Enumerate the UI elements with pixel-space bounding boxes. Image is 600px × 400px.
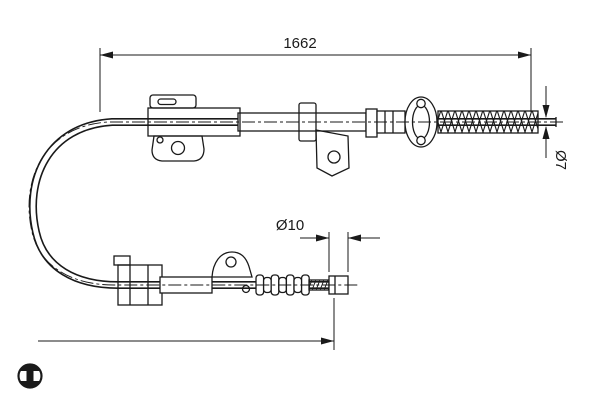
length-dimension: 1662 — [99, 35, 532, 112]
arrowhead-right — [518, 51, 531, 59]
diameter7-dimension: Ø7 — [542, 86, 569, 170]
diameter10-dimension: Ø10 — [276, 217, 380, 272]
rivet-hole — [241, 284, 251, 294]
bracket-plate — [315, 129, 350, 177]
mounting-hole — [327, 150, 341, 164]
arrowhead-left — [100, 51, 113, 59]
bracket-tab — [149, 94, 197, 109]
bracket-plate — [151, 135, 205, 162]
cable-body — [29, 118, 556, 289]
mounting-hole — [170, 140, 186, 156]
ear-hole — [225, 256, 237, 268]
arrowhead-up — [542, 126, 550, 139]
overall-length-label: 1662 — [283, 35, 316, 52]
mounting-hole-small — [156, 136, 164, 144]
arrowhead-right — [316, 234, 329, 242]
cable-outline — [29, 118, 556, 289]
clamp-bracket — [113, 255, 163, 306]
cable-core — [30, 119, 556, 288]
upper-assembly — [147, 94, 557, 177]
fitting-diameter-label: Ø10 — [276, 217, 304, 234]
arrowhead-down — [542, 105, 550, 118]
bosch-logo — [17, 363, 43, 389]
logo-armature-bottom — [19, 381, 41, 388]
lower-assembly — [113, 251, 349, 306]
arrowhead-left — [348, 234, 361, 242]
flange-hole-bottom — [416, 135, 426, 146]
clamp-tab — [113, 255, 131, 266]
ferrule — [365, 108, 378, 138]
arrowhead-right — [321, 337, 334, 345]
bracket-tab-slot — [157, 98, 177, 106]
ear-bracket — [211, 251, 253, 294]
logo-armature-bar — [26, 370, 34, 382]
logo-armature-top — [19, 364, 41, 371]
centerline — [28, 121, 563, 286]
flange-hole-top — [416, 98, 426, 109]
cable-end-diameter-label: Ø7 — [552, 150, 569, 170]
mounting-bracket-a — [147, 94, 241, 162]
bottom-dimension — [38, 298, 335, 350]
